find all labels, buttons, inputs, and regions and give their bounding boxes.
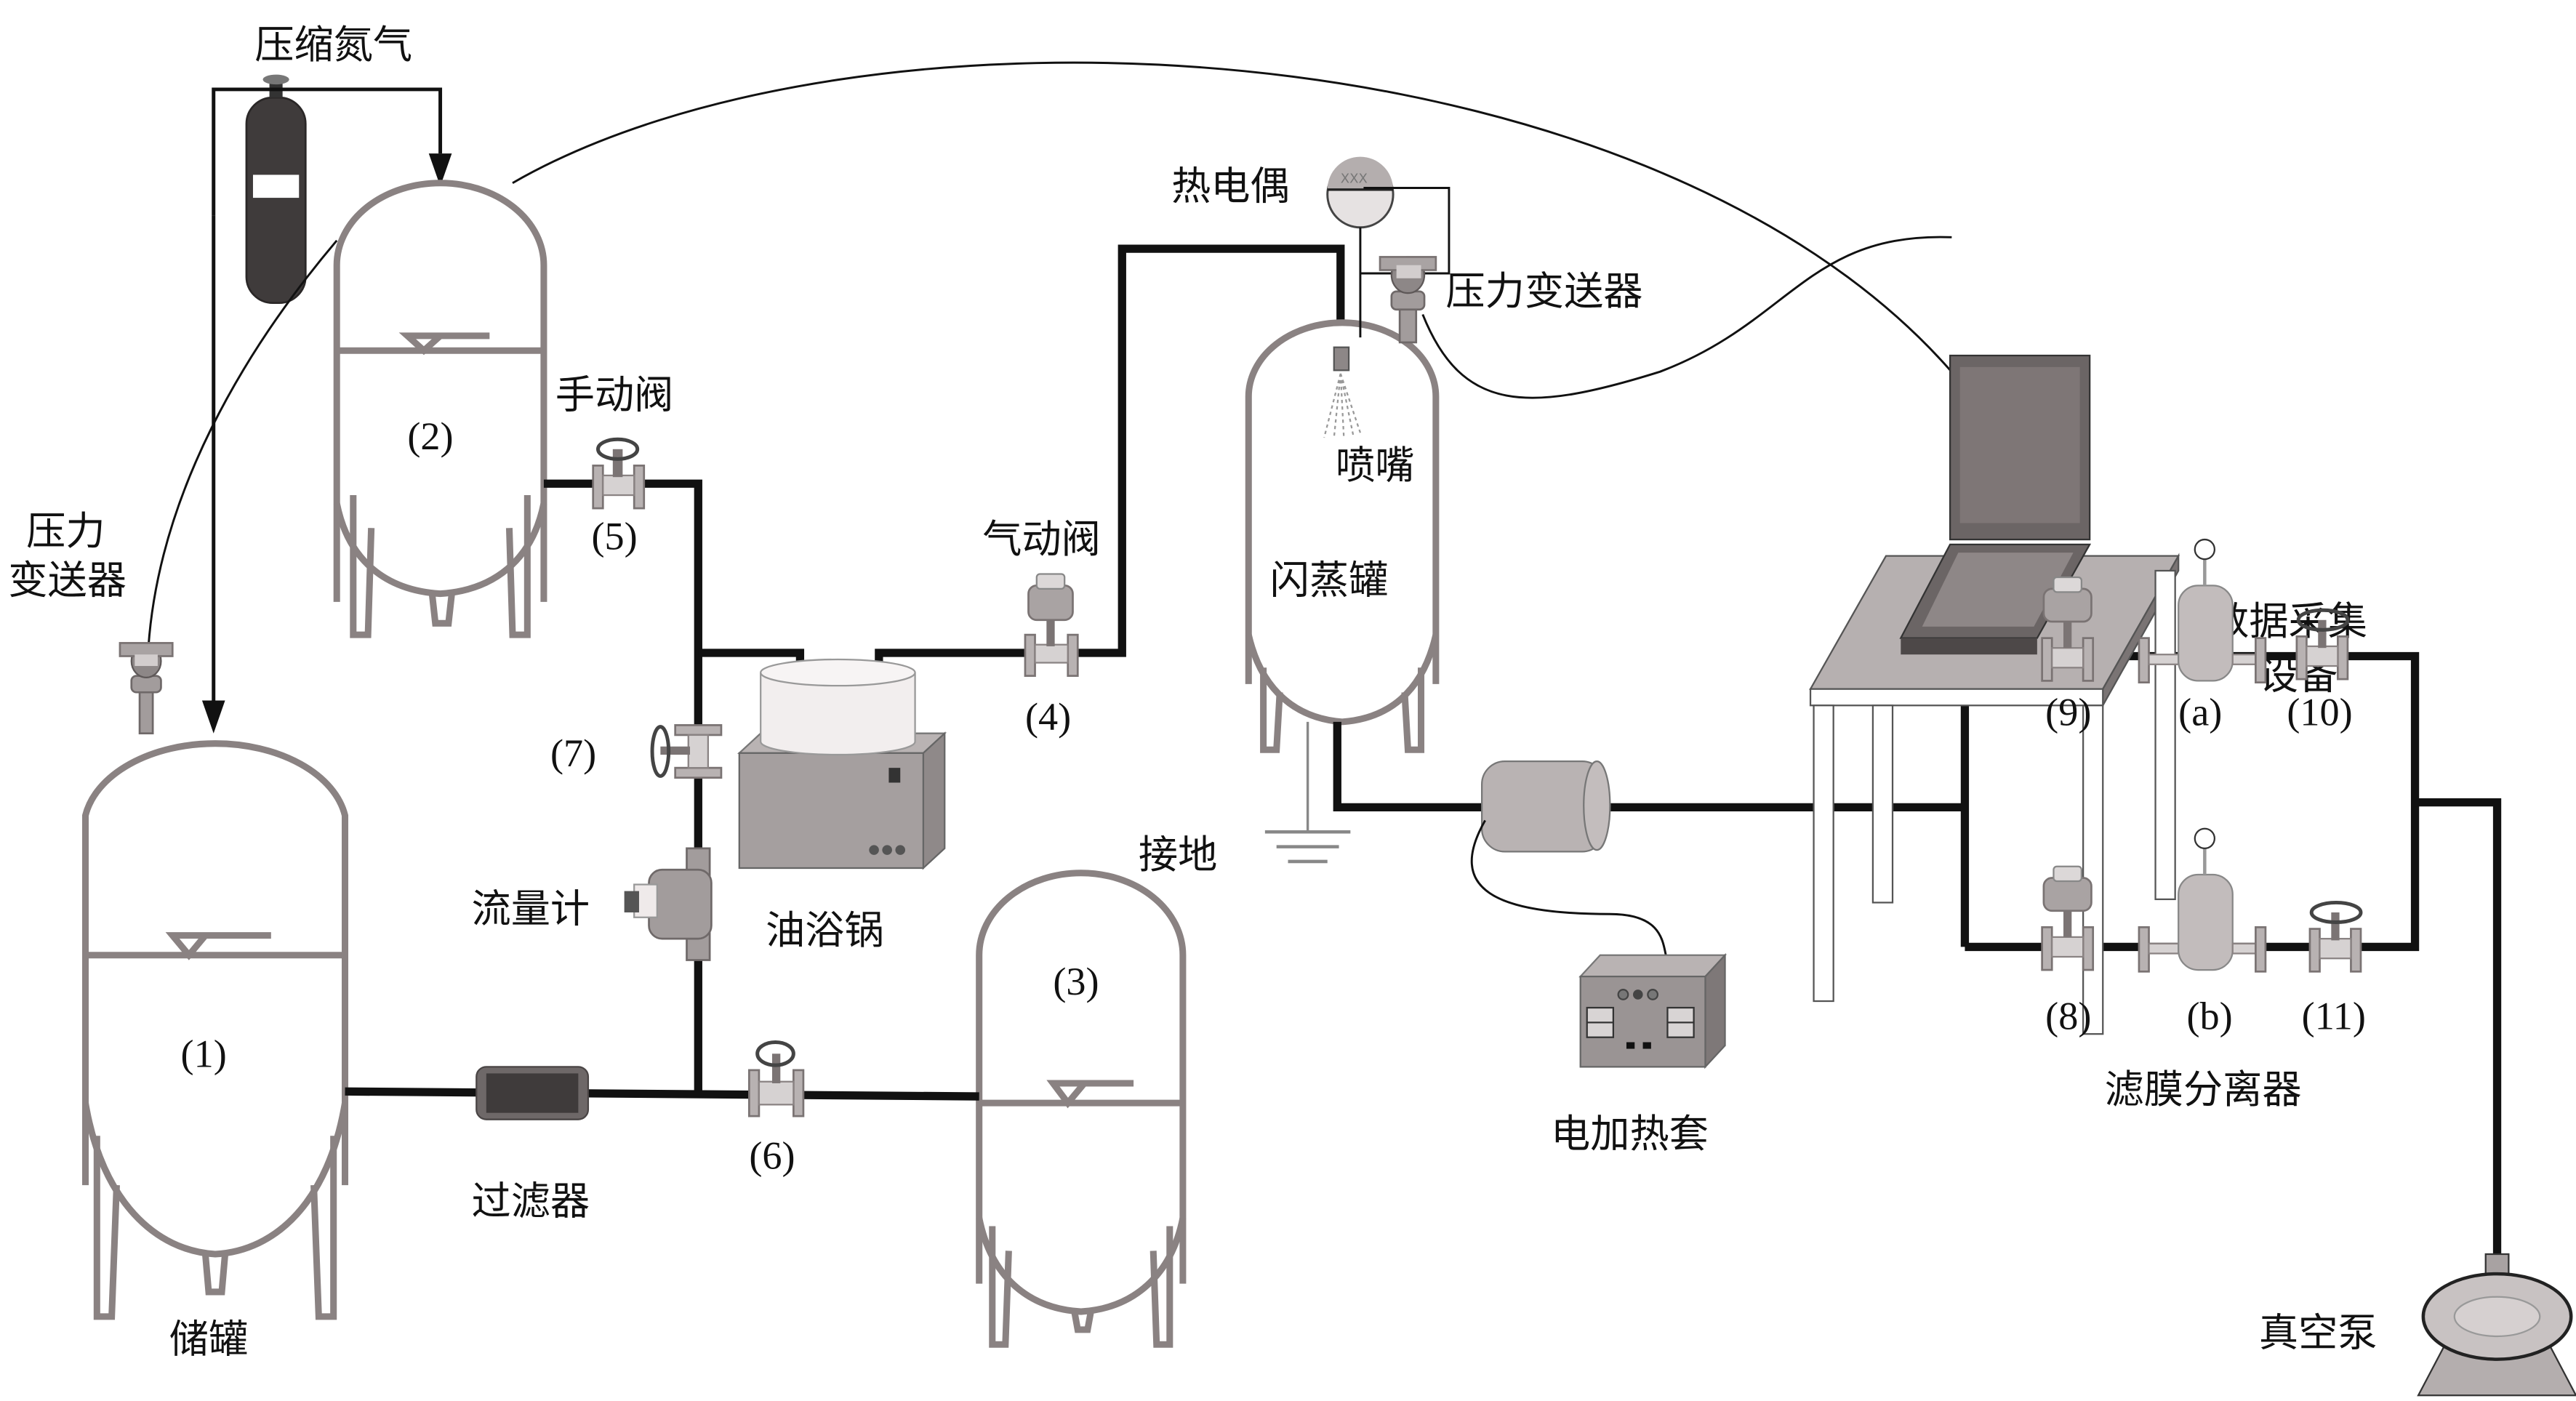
arrow-down-icon [428,153,452,187]
membrane-separator-a [2138,538,2267,684]
pipe-oilbath-out [875,244,1345,673]
flash-tank [1245,319,1440,753]
pneumatic-valve-8 [2041,865,2095,971]
nitrogen-label: 压缩氮气 [254,22,412,68]
filter-label: 过滤器 [471,1179,590,1224]
separator-a-number: (a) [2178,690,2222,734]
thermocouple: XXX [1326,156,1450,338]
manual-valve-label: 手动阀 [555,372,674,417]
pipe-tank1-to-tank3 [345,1087,979,1101]
heater-controller [1578,952,1728,1069]
tank-1-number: (1) [181,1032,227,1075]
valve-11-number: (11) [2302,994,2366,1037]
tank-1-storage [81,740,349,1320]
manual-valve-11 [2308,900,2363,973]
pipe-to-vacuum [2415,798,2502,1254]
heater-cable [1470,819,1667,956]
tank-2-number: (2) [407,414,453,458]
pneumatic-valve-9 [2041,576,2095,682]
valve-4-number: (4) [1025,695,1071,739]
nitrogen-cylinder [245,74,307,305]
laptop-icon [1899,354,2092,655]
flash-tank-label: 闪蒸罐 [1270,558,1389,603]
pt-left-label-1: 压力 [26,508,105,554]
heater-label: 电加热套 [1551,1111,1709,1157]
pipe-riser [543,479,702,1092]
filter [476,1066,590,1120]
pressure-gauge-icon [2194,827,2216,849]
pressure-gauge-icon [2194,538,2216,561]
signal-cable-tank2-daq [512,61,1953,373]
nitrogen-line-to-tank2 [212,87,443,216]
valve-7-number: (7) [550,731,596,775]
membrane-separator-b [2138,827,2267,973]
separator-b-number: (b) [2186,994,2232,1037]
flowmeter-label: 流量计 [471,886,590,932]
valve-8-number: (8) [2045,994,2091,1037]
manual-valve-5 [592,437,646,510]
oil-bath [737,658,947,870]
manual-valve-7 [650,724,723,779]
thermocouple-label: 热电偶 [1171,163,1290,209]
pressure-transmitter-right [1379,256,1437,344]
tank-3-number: (3) [1053,960,1099,1003]
nozzle-label: 喷嘴 [1336,442,1414,488]
tank-2 [333,180,547,638]
valve-5-number: (5) [591,515,637,558]
storage-tank-label: 储罐 [169,1317,248,1362]
ground-symbol [1264,721,1351,864]
manual-valve-10 [2295,608,2350,681]
flowmeter [624,847,713,961]
vacuum-pump-label: 真空泵 [2259,1310,2378,1356]
tank-3 [976,870,1187,1348]
oil-bath-label: 油浴锅 [766,907,884,953]
pressure-transmitter-left [119,642,174,735]
valve-6-number: (6) [749,1133,795,1177]
pipe-flash-to-separators [1333,721,1965,812]
pneumatic-valve-4 [1024,573,1079,677]
valve-10-number: (10) [2287,690,2352,734]
pt-left-label-2: 变送器 [8,558,127,603]
pt-right-label: 压力变送器 [1445,268,1642,314]
vacuum-pump [2417,1253,2576,1397]
signal-cable-right-pt-daq [1421,236,1952,399]
ground-label: 接地 [1139,832,1217,878]
membrane-separator-label: 滤膜分离器 [2105,1067,2302,1112]
thermocouple-display: XXX [1341,172,1368,187]
arrow-down-icon [201,700,225,734]
pneumatic-valve-label: 气动阀 [982,516,1101,562]
valve-9-number: (9) [2045,690,2091,734]
manual-valve-6 [748,1040,805,1117]
heating-jacket [1480,760,1611,853]
nozzle [1323,346,1361,438]
signal-cable-left-pt [146,239,338,657]
